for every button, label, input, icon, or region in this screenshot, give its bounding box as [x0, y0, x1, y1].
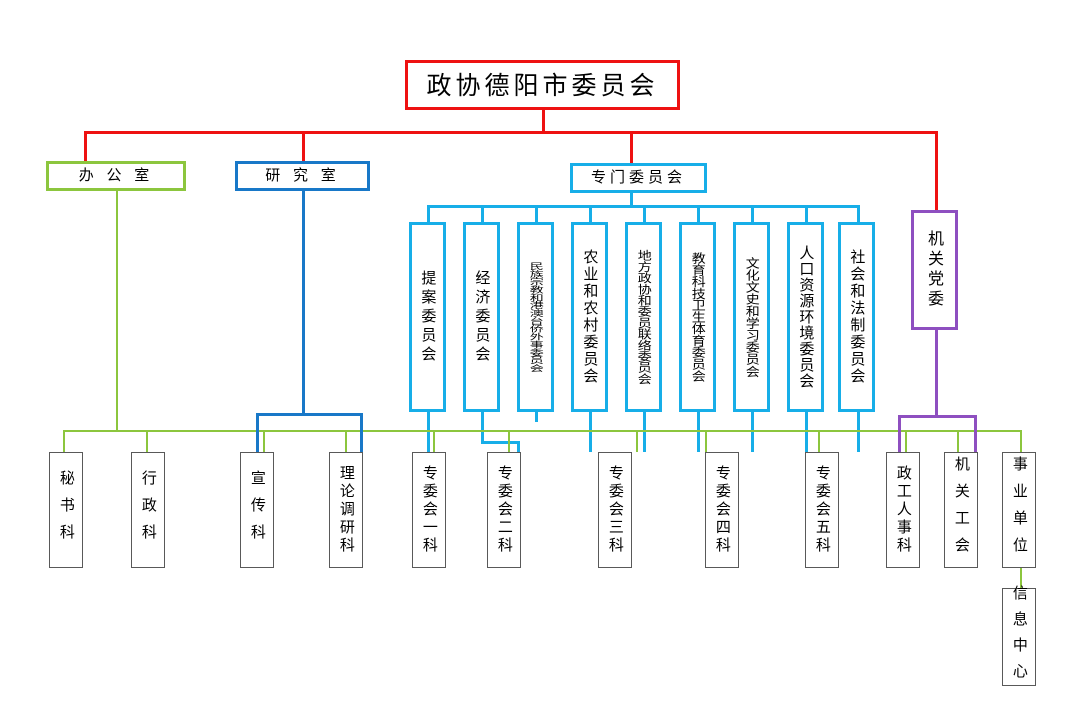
node-committee-7-label: 文化文史和学习委员会	[743, 256, 760, 378]
connector-committee2-drop	[517, 441, 520, 452]
node-committee-1[interactable]: 提案委员会	[409, 222, 446, 412]
connector-root-down	[542, 110, 545, 132]
connector-party-down	[935, 328, 938, 415]
connector-committee-drop-7	[751, 205, 754, 223]
connector-green-to-dept-11	[957, 430, 959, 452]
node-committee-3-label: 民族宗教和港澳台侨外事委员会	[527, 262, 544, 372]
node-committee-4-label: 农业和农村委员会	[581, 249, 600, 385]
connector-research-bus	[256, 413, 360, 416]
node-committee-6[interactable]: 教育科技卫生体育委员会	[679, 222, 716, 412]
connector-office-down	[116, 190, 118, 430]
connector-research-to-dept-4	[360, 413, 363, 452]
node-department-4-label: 理论调研科	[337, 465, 356, 555]
connector-committee2-to-dept	[481, 410, 484, 442]
node-department-1[interactable]: 秘书科	[49, 452, 83, 568]
connector-committee2-jog	[481, 441, 517, 444]
node-department-11-label: 机关工会	[952, 456, 971, 564]
connector-green-to-dept-12	[1020, 430, 1022, 452]
connector-party-bus	[898, 415, 974, 418]
node-department-12-label: 事业单位	[1010, 456, 1029, 564]
connector-committee-drop-1	[427, 205, 430, 223]
connector-research-to-dept-3	[256, 413, 259, 452]
node-research[interactable]: 研 究 室	[235, 161, 370, 191]
connector-research-down	[302, 190, 305, 413]
node-committee-2[interactable]: 经济委员会	[463, 222, 500, 412]
connector-green-to-dept-7	[636, 430, 638, 452]
connector-root-to-office	[84, 131, 87, 162]
node-committee-7[interactable]: 文化文史和学习委员会	[733, 222, 770, 412]
node-department-2[interactable]: 行政科	[131, 452, 165, 568]
node-department-3-label: 宣传科	[248, 469, 267, 551]
node-department-9[interactable]: 专委会五科	[805, 452, 839, 568]
connector-root-to-party	[935, 131, 938, 211]
connector-committee-drop-3	[535, 205, 538, 223]
node-special-committees[interactable]: 专门委员会	[570, 163, 707, 193]
node-department-7[interactable]: 专委会三科	[598, 452, 632, 568]
connector-root-bus	[84, 131, 937, 134]
node-subunit-1[interactable]: 信息中心	[1002, 585, 1036, 689]
connector-committee-drop-5	[643, 205, 646, 223]
node-root-label: 政协德阳市委员会	[426, 70, 659, 100]
node-committee-4[interactable]: 农业和农村委员会	[571, 222, 608, 412]
node-research-label: 研 究 室	[265, 166, 340, 185]
node-department-3[interactable]: 宣传科	[240, 452, 274, 568]
connector-green-to-dept-6	[508, 430, 510, 452]
node-committee-2-label: 经济委员会	[473, 269, 492, 365]
node-office[interactable]: 办 公 室	[46, 161, 186, 191]
connector-root-to-committee	[630, 131, 633, 164]
connector-party-to-dept-10	[898, 415, 901, 452]
connector-dept-to-subunit	[1020, 568, 1022, 588]
node-department-4[interactable]: 理论调研科	[329, 452, 363, 568]
connector-office-bus	[63, 430, 1020, 432]
node-department-5-label: 专委会一科	[420, 465, 439, 555]
node-office-label: 办 公 室	[78, 166, 154, 185]
connector-green-to-dept-2	[146, 430, 148, 452]
node-department-1-label: 秘书科	[57, 469, 76, 551]
connector-green-to-dept-3	[263, 430, 265, 452]
node-committee-8[interactable]: 人口资源环境委员会	[787, 222, 824, 412]
node-department-6[interactable]: 专委会二科	[487, 452, 521, 568]
connector-committee-down	[630, 192, 633, 206]
node-subunit-1-label: 信息中心	[1010, 585, 1029, 689]
node-department-2-label: 行政科	[139, 469, 158, 551]
connector-green-to-dept-9	[818, 430, 820, 452]
node-committee-5[interactable]: 地方政协和委员联络委员会	[625, 222, 662, 412]
node-party-committee[interactable]: 机关党委	[911, 210, 958, 330]
node-department-6-label: 专委会二科	[495, 465, 514, 555]
node-committee-8-label: 人口资源环境委员会	[797, 245, 816, 389]
node-department-9-label: 专委会五科	[813, 465, 832, 555]
node-committee-3[interactable]: 民族宗教和港澳台侨外事委员会	[517, 222, 554, 412]
node-department-8-label: 专委会四科	[713, 465, 732, 555]
connector-party-to-dept-11	[974, 415, 977, 452]
node-special-committees-label: 专门委员会	[590, 168, 686, 187]
node-department-10[interactable]: 政工人事科	[886, 452, 920, 568]
node-committee-1-label: 提案委员会	[419, 269, 438, 365]
node-department-8[interactable]: 专委会四科	[705, 452, 739, 568]
node-department-7-label: 专委会三科	[606, 465, 625, 555]
node-department-12[interactable]: 事业单位	[1002, 452, 1036, 568]
connector-green-to-dept-4	[345, 430, 347, 452]
connector-green-to-dept-10	[905, 430, 907, 452]
connector-committee3-to-dept	[535, 410, 538, 422]
node-committee-9-label: 社会和法制委员会	[848, 249, 867, 385]
node-committee-5-label: 地方政协和委员联络委员会	[635, 249, 652, 385]
connector-committee-drop-4	[589, 205, 592, 223]
node-department-11[interactable]: 机关工会	[944, 452, 978, 568]
connector-green-to-dept-5	[433, 430, 435, 452]
connector-committee-drop-9	[857, 205, 860, 223]
connector-root-to-research	[302, 131, 305, 162]
node-party-committee-label: 机关党委	[925, 230, 945, 310]
connector-committee-drop-8	[805, 205, 808, 223]
node-department-10-label: 政工人事科	[894, 465, 913, 555]
node-committee-9[interactable]: 社会和法制委员会	[838, 222, 875, 412]
node-department-5[interactable]: 专委会一科	[412, 452, 446, 568]
connector-committee-drop-2	[481, 205, 484, 223]
connector-green-to-dept-1	[63, 430, 65, 452]
connector-committee-drop-6	[697, 205, 700, 223]
node-committee-6-label: 教育科技卫生体育委员会	[689, 252, 706, 382]
connector-green-to-dept-8	[705, 430, 707, 452]
node-root[interactable]: 政协德阳市委员会	[405, 60, 680, 110]
